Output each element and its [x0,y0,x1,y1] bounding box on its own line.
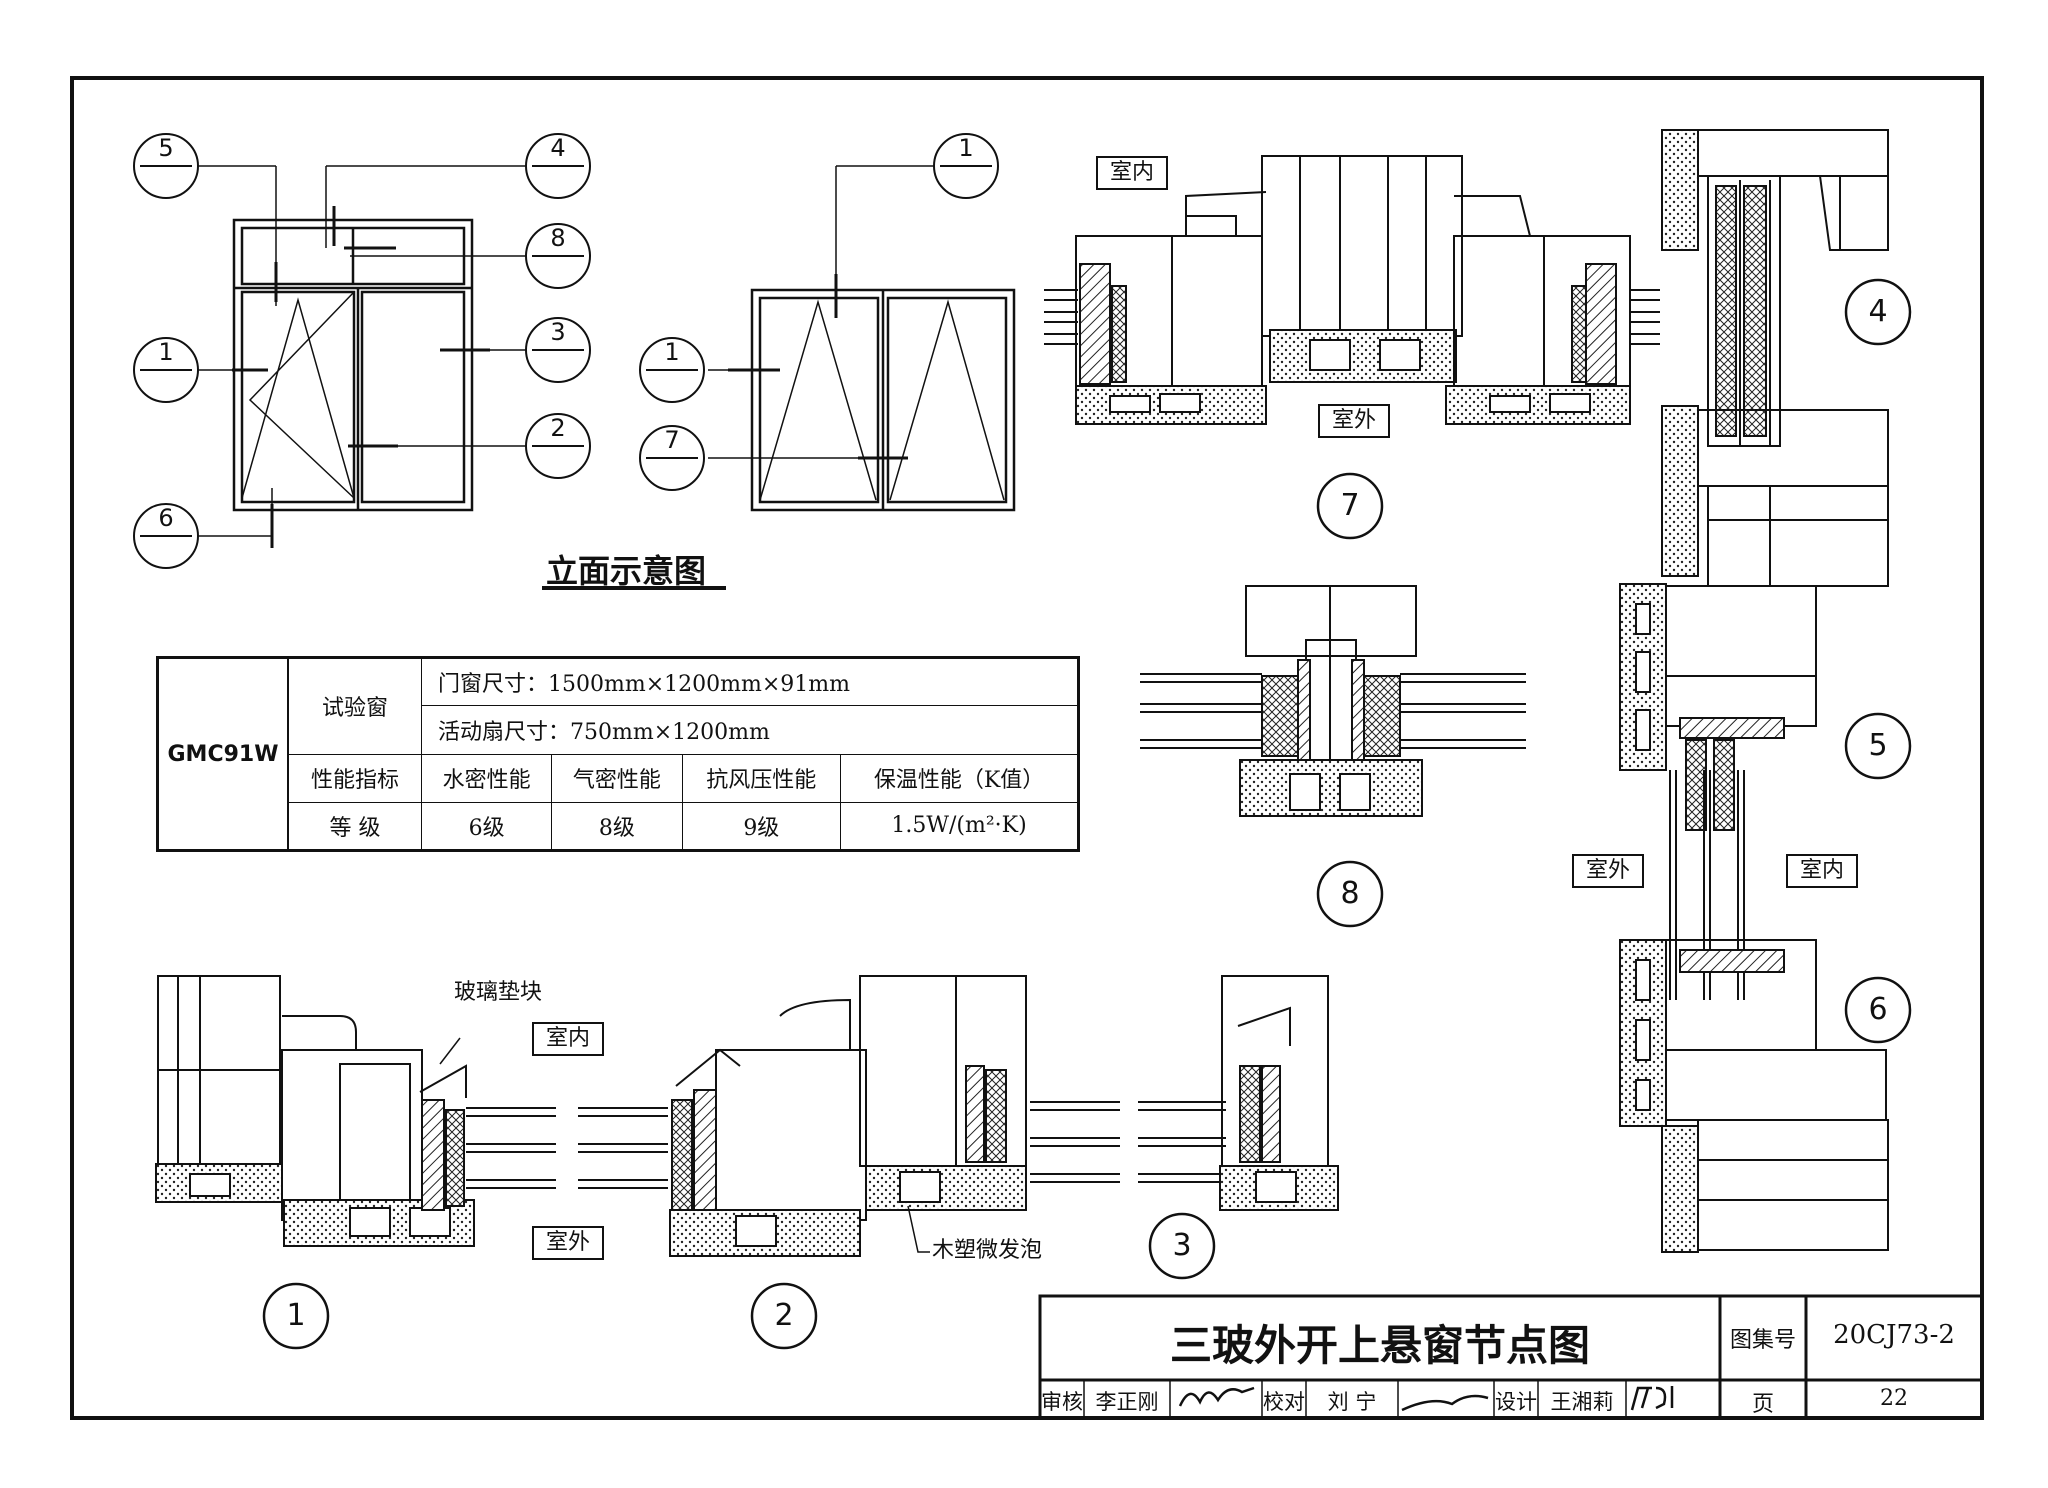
elevation-left-window [196,165,528,548]
grade-thermal: 1.5W/(m²·K) [840,801,1079,852]
callout-1-label: 1 [158,338,174,366]
elevation-title: 立面示意图 [546,552,707,590]
page-number: 22 [1880,1386,1908,1411]
reviewer-name: 李正刚 [1095,1390,1159,1414]
callout-4-label: 4 [550,134,566,162]
title-block-sublines [1083,1380,1627,1418]
drawing-title: 三玻外开上悬窗节点图 [1169,1321,1590,1370]
grade-label: 等 级 [287,801,422,852]
col-thermal: 保温性能（K值） [840,753,1079,803]
detail-7-section [1044,155,1660,425]
elevation-right-window [708,165,1016,512]
label-wpc-foam: 木塑微发泡 [932,1238,1043,1263]
atlas-number: 20CJ73-2 [1833,1320,1955,1350]
sash-size: 活动扇尺寸：750mm×1200mm [421,705,1079,755]
callout-3-label: 3 [550,318,566,346]
tag-indoor-right: 室内 [1786,854,1859,888]
callout-1-label-c: 1 [664,338,680,366]
check-label: 校对 [1263,1390,1305,1414]
review-label: 审核 [1041,1390,1083,1414]
title-block-lines [1038,1294,1984,1420]
checker-name: 刘 宁 [1327,1390,1377,1414]
page-label: 页 [1751,1392,1774,1417]
performance-table: GMC91W 试验窗 门窗尺寸：1500mm×1200mm×91mm 活动扇尺寸… [156,656,1080,852]
col-air: 气密性能 [551,753,683,803]
callout-7-label: 7 [664,426,680,454]
callout-5-label: 5 [158,134,174,162]
indicator-label: 性能指标 [287,753,422,803]
details-4-5-6-section [1619,129,1889,1253]
callout-2-label: 2 [550,414,566,442]
tag-outdoor-1: 室外 [532,1226,605,1260]
detail-8-number: 8 [1340,876,1360,911]
detail-8-section [1140,585,1526,817]
detail-2-section [578,975,1120,1257]
designer-name: 王湘莉 [1550,1390,1614,1414]
grade-air: 8级 [551,801,683,852]
grade-wind: 9级 [681,801,842,852]
col-wind: 抗风压性能 [681,753,842,803]
detail-1-number: 1 [286,1298,306,1333]
design-label: 设计 [1495,1390,1537,1414]
detail-1-section [155,975,556,1247]
test-window-label: 试验窗 [287,657,422,755]
detail-3-section [1138,975,1339,1211]
window-size: 门窗尺寸：1500mm×1200mm×91mm [421,656,1079,707]
detail-6-number: 6 [1868,992,1888,1027]
label-glass-block: 玻璃垫块 [454,980,543,1005]
detail-number-circles [262,278,1912,1350]
tag-outdoor-right: 室外 [1572,854,1645,888]
col-water: 水密性能 [420,753,553,803]
callout-6-label: 6 [158,504,174,532]
tag-indoor-1: 室内 [532,1022,605,1056]
elevation-left-callout-circles [133,133,591,569]
detail-3-number: 3 [1172,1228,1192,1263]
grade-water: 6级 [420,801,553,852]
atlas-label: 图集号 [1729,1328,1796,1353]
callout-1-label-b: 1 [958,134,974,162]
tag-indoor-7: 室内 [1096,156,1169,190]
model-cell: GMC91W [157,657,289,851]
tag-outdoor-7: 室外 [1318,404,1391,438]
detail-4-number: 4 [1868,294,1888,329]
detail-7-number: 7 [1340,488,1360,523]
detail-5-number: 5 [1868,728,1888,763]
sheet-border [70,76,1984,1420]
signatures [1178,1386,1674,1412]
elevation-right-callout-circles [639,133,999,491]
detail-2-number: 2 [774,1298,794,1333]
callout-8-label: 8 [550,224,566,252]
